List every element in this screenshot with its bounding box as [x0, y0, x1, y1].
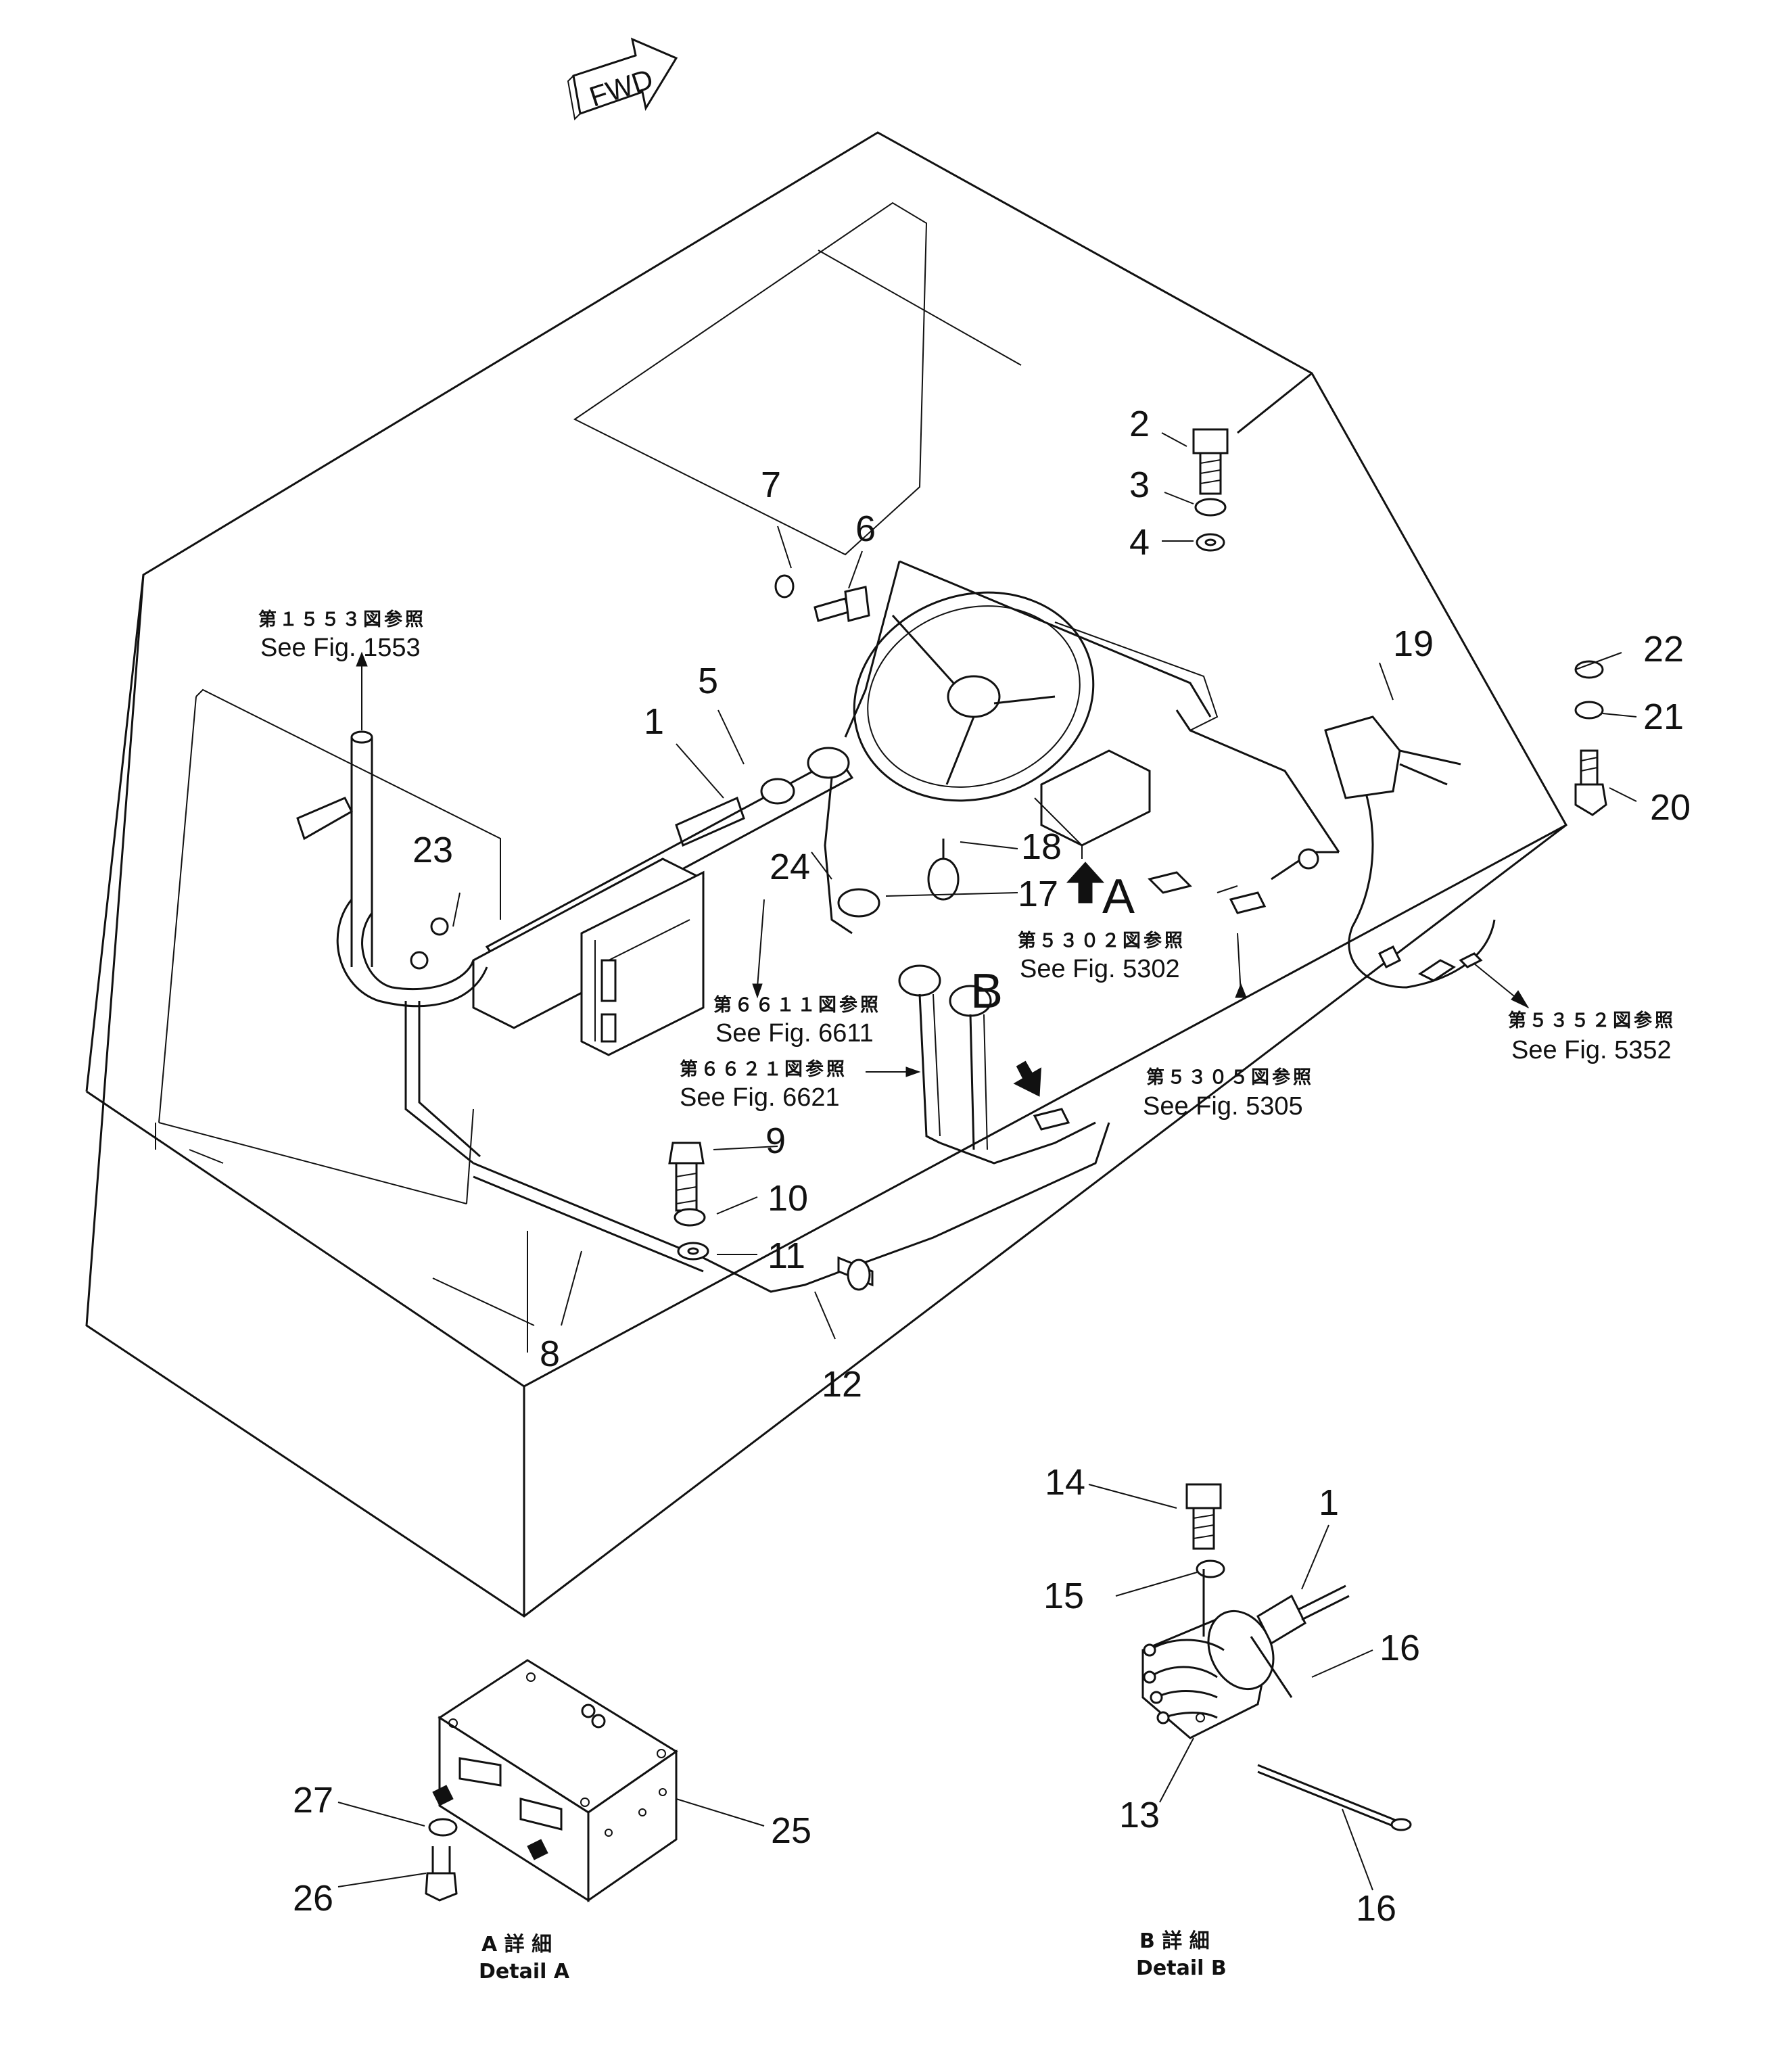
detail-b-leaders — [1088, 1484, 1373, 1891]
bolt-14-icon — [1185, 1483, 1222, 1550]
left-switch-panel — [472, 858, 705, 1056]
washer-7-icon — [774, 574, 795, 598]
washer-11-hole — [687, 1247, 699, 1255]
part-label-19: 19 — [1393, 624, 1434, 664]
part-label-24: 24 — [770, 847, 810, 887]
view-marker-a: A — [1102, 870, 1135, 924]
part-label-2: 2 — [1129, 404, 1150, 444]
reference-callout-5305: 第５３０５図参照 See Fig. 5305 — [1143, 1066, 1314, 1121]
detail-b-caption: B 詳 細 Detail B — [1136, 1929, 1227, 1980]
reference-en-1553: See Fig. 1553 — [260, 634, 421, 662]
reference-callout-6611: 第６６１１図参照 See Fig. 6611 — [713, 994, 881, 1048]
reference-en-6611: See Fig. 6611 — [715, 1019, 874, 1048]
detail-a-caption-en: Detail A — [479, 1960, 570, 1983]
bolt-6-icon — [814, 586, 870, 622]
reference-en-6621: See Fig. 6621 — [680, 1083, 840, 1112]
forward-arrow-icon: FWD — [567, 37, 678, 121]
part-label-12: 12 — [822, 1364, 862, 1405]
leader-lines — [356, 432, 1637, 1340]
part-label-13: 13 — [1119, 1795, 1160, 1835]
part-label-1: 1 — [644, 701, 664, 742]
bolt-20-icon — [1574, 749, 1607, 816]
floor-cable — [473, 1122, 1110, 1293]
part-label-16a: 16 — [1380, 1628, 1420, 1668]
part-label-8: 8 — [540, 1334, 560, 1374]
part-label-10: 10 — [768, 1178, 808, 1219]
detail-a-caption: A 詳 細 Detail A — [479, 1933, 570, 1983]
reference-jp-6621: 第６６２１図参照 — [680, 1058, 847, 1080]
spring-washer-3-icon — [1194, 498, 1227, 517]
reference-jp-6611: 第６６１１図参照 — [713, 994, 881, 1016]
detail-b-caption-en: Detail B — [1136, 1956, 1227, 1980]
cab-outline — [85, 131, 1567, 1618]
part-label-1-detail: 1 — [1319, 1482, 1339, 1523]
part-label-15: 15 — [1043, 1576, 1084, 1616]
part-label-18: 18 — [1021, 826, 1062, 867]
part-label-3: 3 — [1129, 465, 1150, 505]
dashboard-frame — [844, 560, 1219, 859]
reference-jp-5302: 第５３０２図参照 — [1018, 930, 1185, 952]
reference-en-5352: See Fig. 5352 — [1511, 1036, 1672, 1064]
detail-a-leaders — [337, 1798, 765, 1887]
part-label-14: 14 — [1045, 1462, 1085, 1503]
washer-4-hole — [1204, 538, 1217, 546]
reference-callout-6621: 第６６２１図参照 See Fig. 6621 — [680, 1058, 847, 1112]
bolt-26-icon — [425, 1846, 458, 1902]
spring-washer-27-icon — [428, 1818, 458, 1837]
reference-en-5305: See Fig. 5305 — [1143, 1092, 1303, 1121]
part-label-21: 21 — [1643, 697, 1684, 737]
part-label-26: 26 — [293, 1878, 333, 1919]
part-number-labels: 2 3 4 7 6 5 1 19 22 21 20 18 17 24 23 9 … — [412, 404, 1691, 1405]
part-label-9: 9 — [765, 1121, 786, 1161]
part-label-23: 23 — [412, 830, 453, 870]
reference-jp-1553: 第１５５３図参照 — [258, 609, 426, 630]
view-marker-b: B — [970, 964, 1003, 1018]
reference-jp-5305: 第５３０５図参照 — [1146, 1066, 1314, 1088]
part-label-5: 5 — [698, 661, 718, 701]
steering-wheel — [853, 591, 1095, 802]
detail-a-controller-box — [432, 1659, 678, 1902]
reference-callout-5302: 第５３０２図参照 See Fig. 5302 — [1018, 930, 1185, 983]
part-label-4: 4 — [1129, 522, 1150, 563]
bolt-9-icon — [668, 1142, 705, 1212]
detail-b-caption-jp: B 詳 細 — [1139, 1929, 1210, 1953]
reference-callout-5352: 第５３５２図参照 See Fig. 5352 — [1508, 1010, 1676, 1064]
part-label-27: 27 — [293, 1780, 333, 1821]
spring-washer-15-icon — [1196, 1559, 1225, 1578]
reference-en-5302: See Fig. 5302 — [1020, 955, 1180, 983]
bolt-2-icon — [1192, 428, 1229, 495]
control-levers — [898, 964, 1096, 1165]
spring-washer-10-icon — [674, 1208, 706, 1227]
detail-b-switch — [1141, 1569, 1350, 1739]
center-switch-parts — [824, 777, 960, 935]
cable-tie-16-icon — [1257, 1764, 1412, 1831]
part-label-11: 11 — [768, 1236, 805, 1276]
right-harness — [1148, 709, 1496, 989]
detail-a-caption-jp: A 詳 細 — [481, 1933, 552, 1956]
part-label-20: 20 — [1650, 787, 1691, 828]
left-harness-pipe — [296, 730, 488, 1165]
part-label-25: 25 — [771, 1810, 811, 1851]
part-label-6: 6 — [855, 509, 876, 549]
spring-washer-21-icon — [1574, 701, 1604, 720]
reference-jp-5352: 第５３５２図参照 — [1508, 1010, 1676, 1031]
part-label-17: 17 — [1018, 874, 1058, 914]
part-label-22: 22 — [1643, 629, 1684, 670]
part-label-16b: 16 — [1356, 1888, 1396, 1929]
reference-callout-1553: 第１５５３図参照 See Fig. 1553 — [258, 609, 426, 662]
part-label-7: 7 — [761, 465, 781, 505]
